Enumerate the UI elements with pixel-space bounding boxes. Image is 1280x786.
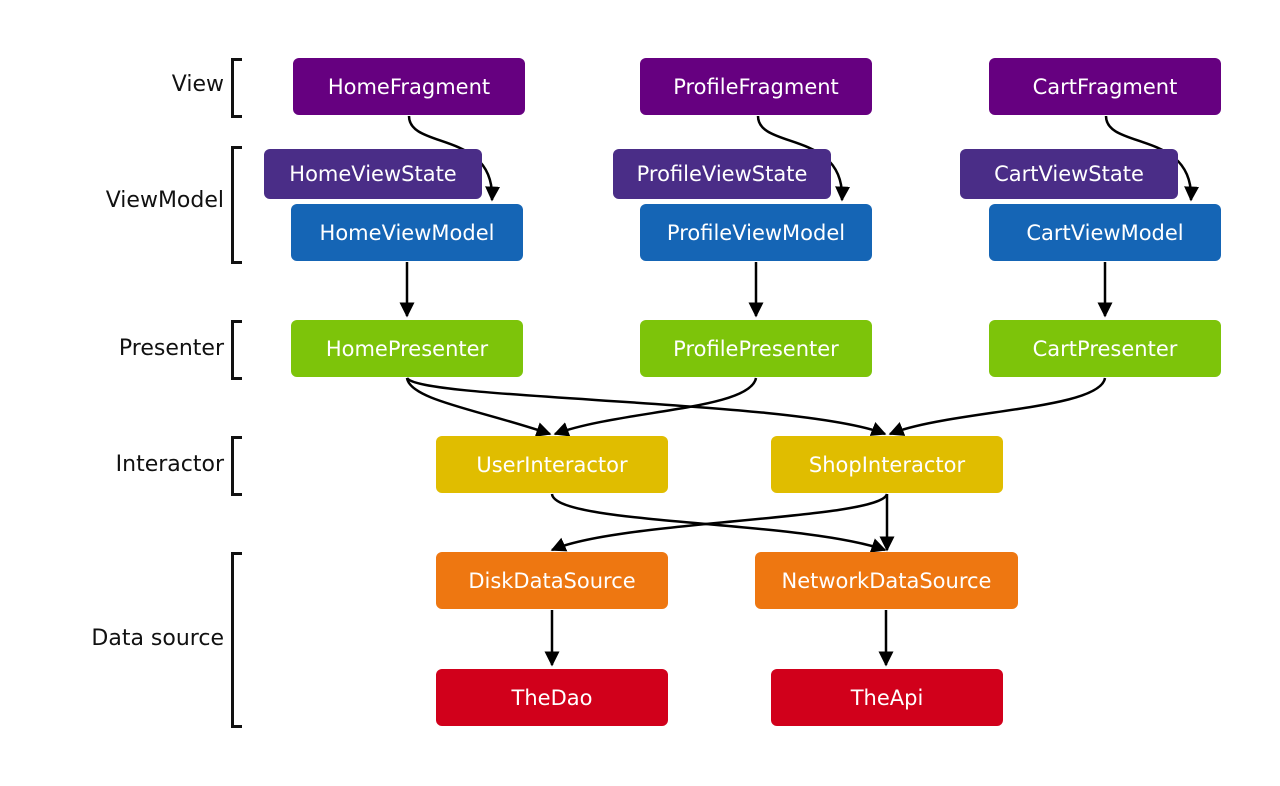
node-home-viewmodel: HomeViewModel	[291, 204, 523, 261]
node-cart-viewmodel: CartViewModel	[989, 204, 1221, 261]
bracket-presenter	[231, 320, 242, 380]
bracket-interactor	[231, 436, 242, 496]
node-home-presenter: HomePresenter	[291, 320, 523, 377]
edge-userinteractor-networkdatasource	[550, 493, 887, 553]
node-shop-interactor: ShopInteractor	[771, 436, 1003, 493]
node-profile-fragment: ProfileFragment	[640, 58, 872, 115]
node-profile-viewmodel: ProfileViewModel	[640, 204, 872, 261]
bracket-datasource	[231, 552, 242, 728]
node-home-fragment: HomeFragment	[293, 58, 525, 115]
node-home-viewstate: HomeViewState	[264, 149, 482, 199]
edge-cartpresenter-shopinteractor	[888, 377, 1107, 436]
bracket-viewmodel	[231, 146, 242, 264]
edge-profilefragment-profileviewmodel	[756, 115, 851, 202]
layer-label-presenter: Presenter	[118, 336, 224, 361]
bracket-view	[231, 58, 242, 118]
edge-profilepresenter-userinteractor	[553, 377, 758, 437]
edge-homepresenter-shopinteractor	[405, 377, 887, 436]
edge-shopinteractor-diskdatasource	[550, 493, 889, 552]
node-cart-presenter: CartPresenter	[989, 320, 1221, 377]
node-disk-datasource: DiskDataSource	[436, 552, 668, 609]
node-cart-fragment: CartFragment	[989, 58, 1221, 115]
layer-label-viewmodel: ViewModel	[105, 188, 224, 213]
node-the-api: TheApi	[771, 669, 1003, 726]
layer-label-view: View	[171, 72, 224, 97]
layer-label-interactor: Interactor	[115, 452, 224, 477]
node-user-interactor: UserInteractor	[436, 436, 668, 493]
node-network-datasource: NetworkDataSource	[755, 552, 1018, 609]
node-profile-presenter: ProfilePresenter	[640, 320, 872, 377]
edge-homepresenter-userinteractor	[405, 377, 552, 437]
node-cart-viewstate: CartViewState	[960, 149, 1178, 199]
layer-label-datasource: Data source	[91, 626, 224, 651]
node-profile-viewstate: ProfileViewState	[613, 149, 831, 199]
edge-cartfragment-cartviewmodel	[1104, 115, 1200, 202]
node-the-dao: TheDao	[436, 669, 668, 726]
edge-homefragment-homeviewmodel	[407, 115, 501, 202]
